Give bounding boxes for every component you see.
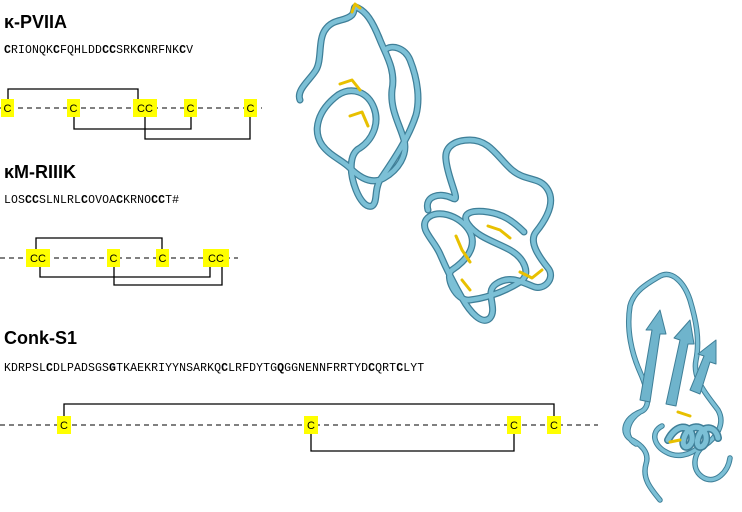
cysteine-marker: CC bbox=[203, 249, 229, 267]
sequence-segment: QRT bbox=[375, 362, 397, 375]
svg-text:C: C bbox=[510, 420, 518, 432]
sequence-pviia: CRIONQKCFQHLDDCCSRKCNRFNKCV bbox=[4, 44, 193, 57]
disulfide-stick bbox=[676, 410, 692, 418]
svg-text:C: C bbox=[4, 103, 12, 115]
highlighted-residue: G bbox=[109, 362, 117, 375]
panel-title-pviia: κ-PVIIA bbox=[4, 12, 68, 32]
svg-text:C: C bbox=[60, 420, 68, 432]
panel-title-conk: Conk-S1 bbox=[4, 328, 78, 348]
cysteine-marker: C bbox=[57, 416, 71, 434]
disulfide-stick bbox=[348, 110, 370, 128]
svg-text:C: C bbox=[70, 103, 78, 115]
disulfide-bridge bbox=[144, 116, 251, 140]
svg-text:C: C bbox=[307, 420, 315, 432]
sequence-segment: OVOA bbox=[88, 194, 117, 207]
sequence-segment: LOS bbox=[4, 194, 26, 207]
disulfide-stick bbox=[460, 278, 472, 292]
highlighted-residue: CC bbox=[151, 194, 166, 207]
highlighted-residue: C bbox=[81, 194, 89, 207]
beta-strand-arrow bbox=[689, 339, 717, 395]
cysteine-marker: C bbox=[184, 99, 197, 117]
svg-text:C: C bbox=[187, 103, 195, 115]
disulfide-stick bbox=[518, 268, 544, 280]
sequence-segment: RIONQK bbox=[11, 44, 54, 57]
highlighted-residue: C bbox=[396, 362, 404, 375]
highlighted-residue: C bbox=[137, 44, 145, 57]
disulfide-stick bbox=[338, 78, 362, 92]
beta-strand-arrow bbox=[665, 319, 695, 407]
sequence-segment: SLNLRL bbox=[39, 194, 82, 207]
sequence-segment: NRFNK bbox=[144, 44, 180, 57]
sequence-segment: TKAEKRIYYNSARKQ bbox=[116, 362, 222, 375]
sequence-segment: KDRPSL bbox=[4, 362, 47, 375]
svg-text:C: C bbox=[247, 103, 255, 115]
disulfide-bridge bbox=[35, 237, 163, 249]
highlighted-residue: C bbox=[116, 194, 124, 207]
sequence-conk: KDRPSLCDLPADSGSGTKAEKRIYYNSARKQCLRFDYTGQ… bbox=[4, 362, 424, 375]
sequence-riiik: LOSCCSLNLRLCOVOACKRNOCCT# bbox=[4, 194, 179, 207]
connectivity-riiik: CC C C CC bbox=[0, 237, 238, 286]
svg-text:CC: CC bbox=[30, 253, 46, 265]
structure-pviia bbox=[295, 2, 422, 210]
disulfide-bridge bbox=[73, 116, 192, 130]
disulfide-bridge bbox=[63, 403, 555, 416]
backbone-tube bbox=[422, 137, 553, 323]
backbone-tube-outline bbox=[421, 136, 555, 324]
disulfide-bridge bbox=[7, 88, 139, 100]
highlighted-residue: C bbox=[368, 362, 376, 375]
sequence-segment: GGNENNFRRTYD bbox=[284, 362, 369, 375]
highlighted-residue: C bbox=[46, 362, 54, 375]
connectivity-pviia: C C CC C C bbox=[0, 88, 262, 140]
cysteine-marker: C bbox=[67, 99, 80, 117]
sequence-segment: KRNO bbox=[123, 194, 152, 207]
svg-text:C: C bbox=[550, 420, 558, 432]
panel-title-riiik: κM-RIIIK bbox=[4, 162, 77, 182]
disulfide-stick bbox=[454, 234, 472, 264]
svg-text:CC: CC bbox=[208, 253, 224, 265]
highlighted-residue: C bbox=[4, 44, 12, 57]
sequence-segment: LYT bbox=[403, 362, 425, 375]
structure-conk bbox=[622, 271, 733, 503]
cysteine-marker: C bbox=[244, 99, 257, 117]
sequence-segment: T# bbox=[165, 194, 180, 207]
svg-text:C: C bbox=[159, 253, 167, 265]
cysteine-marker: CC bbox=[26, 249, 50, 267]
disulfide-bridge bbox=[113, 266, 223, 286]
cysteine-marker: C bbox=[304, 416, 318, 434]
disulfide-stick bbox=[486, 224, 512, 240]
disulfide-stick bbox=[668, 438, 682, 444]
highlighted-residue: CC bbox=[25, 194, 40, 207]
disulfide-bridge bbox=[310, 434, 515, 452]
highlighted-residue: C bbox=[221, 362, 229, 375]
highlighted-residue: C bbox=[179, 44, 187, 57]
sequence-segment: V bbox=[186, 44, 194, 57]
backbone-tube bbox=[297, 4, 421, 209]
cysteine-marker: C bbox=[507, 416, 521, 434]
cysteine-marker: C bbox=[107, 249, 120, 267]
sequence-segment: DLPADSGS bbox=[53, 362, 110, 375]
cysteine-marker: C bbox=[547, 416, 561, 434]
highlighted-residue: CC bbox=[102, 44, 117, 57]
connectivity-conk: C C C C bbox=[0, 403, 598, 452]
highlighted-residue: C bbox=[53, 44, 61, 57]
svg-text:C: C bbox=[110, 253, 118, 265]
highlighted-residue: Q bbox=[277, 362, 285, 375]
cysteine-marker: CC bbox=[133, 99, 157, 117]
cysteine-marker: C bbox=[1, 99, 14, 117]
structure-riiik bbox=[421, 136, 555, 324]
sequence-segment: FQHLDD bbox=[60, 44, 103, 57]
disulfide-stick bbox=[350, 2, 362, 14]
sequence-segment: LRFDYTG bbox=[228, 362, 278, 375]
svg-text:CC: CC bbox=[137, 103, 153, 115]
alpha-helix bbox=[665, 424, 721, 450]
beta-strand-arrow bbox=[639, 309, 667, 403]
sequence-segment: SRK bbox=[116, 44, 138, 57]
cysteine-marker: C bbox=[156, 249, 169, 267]
disulfide-bridge bbox=[39, 266, 211, 278]
